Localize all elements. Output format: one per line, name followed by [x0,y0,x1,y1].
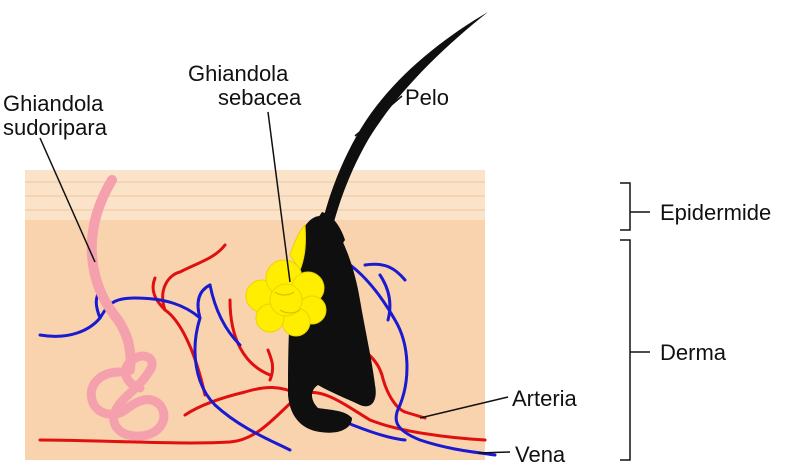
epidermis-label: Epidermide [660,200,772,225]
vein-network [38,256,497,457]
sebaceous-gland-label-line1: Ghiandola [188,61,289,86]
sebaceous-gland-leader [267,111,291,283]
sebaceous-gland [245,223,327,337]
dermis-layer [25,218,485,460]
sebaceous-gland-detail [274,291,301,314]
dermis-label: Derma [660,340,727,365]
vein-leader [477,451,511,454]
layer-brackets [620,182,650,461]
epidermis-bracket [620,182,650,231]
sweat-gland-label-line1: Ghiandola [3,91,104,116]
dermis-bracket [620,239,650,461]
sweat-gland [86,175,169,441]
hair-leader [354,95,403,137]
artery-leader [419,396,509,419]
artery-label: Arteria [512,386,577,411]
hair-label: Pelo [405,85,450,110]
sweat-gland-label-line2: sudoripara [3,115,107,140]
sweat-gland-leader [39,137,96,263]
leader-lines [39,95,511,454]
hair-shaft [288,12,488,433]
sebaceous-gland-label-line2: sebacea [218,85,302,110]
vein-label: Vena [515,442,566,467]
